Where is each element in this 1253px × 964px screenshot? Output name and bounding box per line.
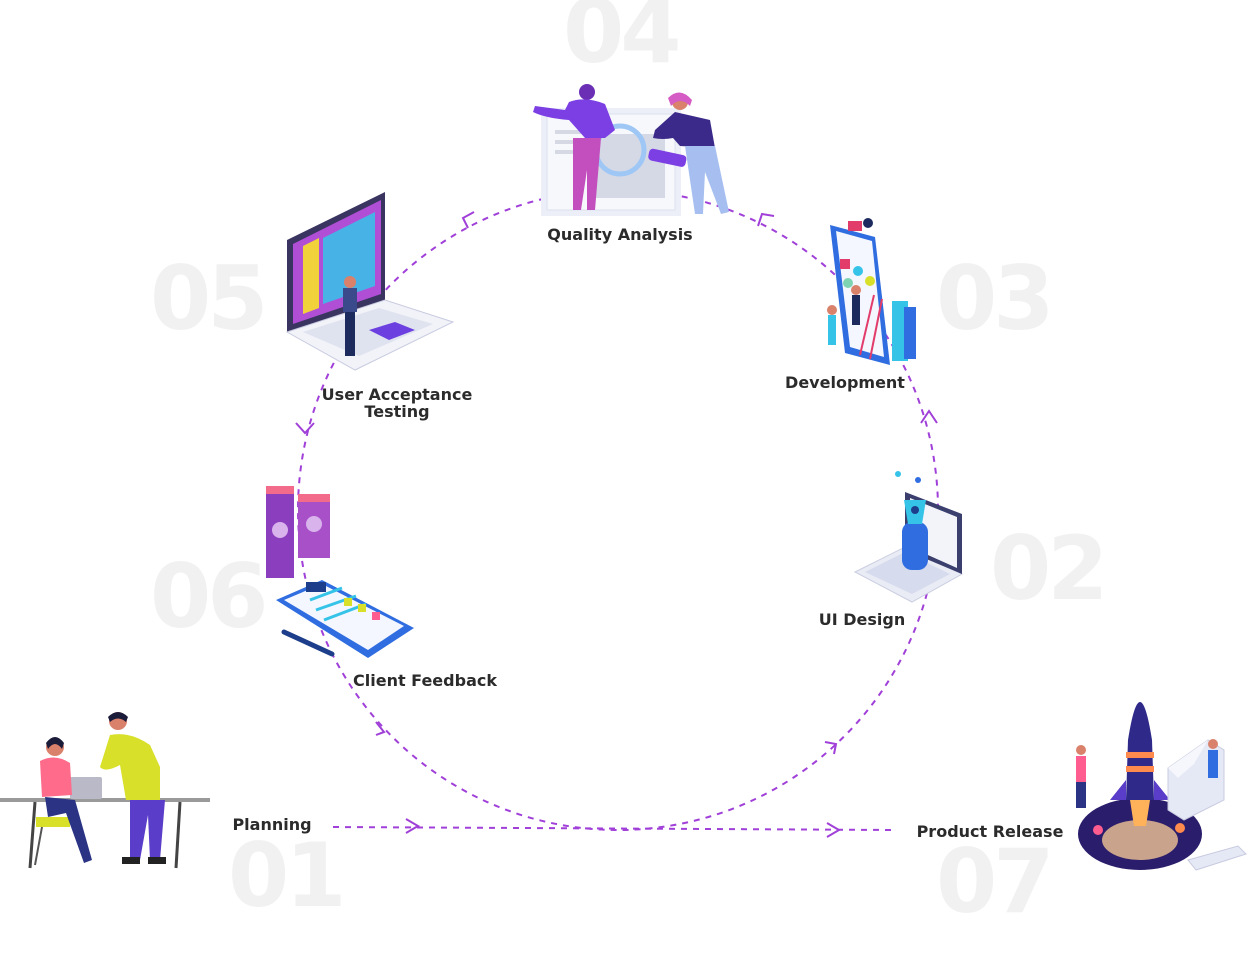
step-label-client-feedback: Client Feedback [353,671,497,690]
step-number-02: 02 [990,517,1108,620]
step-number-07: 07 [936,830,1054,933]
chevron-icon [826,822,841,838]
step-label-product-release: Product Release [916,822,1064,841]
mobile-dev-illustration [827,218,916,365]
clipboard-feedback-illustration [266,486,414,658]
step-label-development: Development [785,373,905,392]
planning-team-illustration [0,712,210,869]
chevron-icon [920,409,938,424]
magnifier-analysis-illustration [533,84,729,216]
flow-line [332,826,896,831]
pen-tool-laptop-illustration [853,471,964,603]
chevron-icon [405,818,420,834]
step-label-ui-design: UI Design [818,610,906,629]
step-number-05: 05 [150,247,268,350]
step-number-01: 01 [228,824,346,927]
step-label-user-acceptance-testing: User Acceptance Testing [321,385,473,421]
step-number-04: 04 [563,0,681,83]
step-label-planning: Planning [232,815,312,834]
chevron-icon [375,721,386,736]
chevron-icon [295,422,315,435]
rocket-launch-illustration [1076,702,1247,871]
step-label-quality-analysis: Quality Analysis [547,225,693,244]
step-number-06: 06 [150,545,268,648]
chevron-icon [824,741,838,755]
laptop-testing-illustration [285,192,455,371]
step-number-03: 03 [936,247,1054,350]
chevron-icon [461,211,475,229]
chevron-icon [757,212,775,227]
